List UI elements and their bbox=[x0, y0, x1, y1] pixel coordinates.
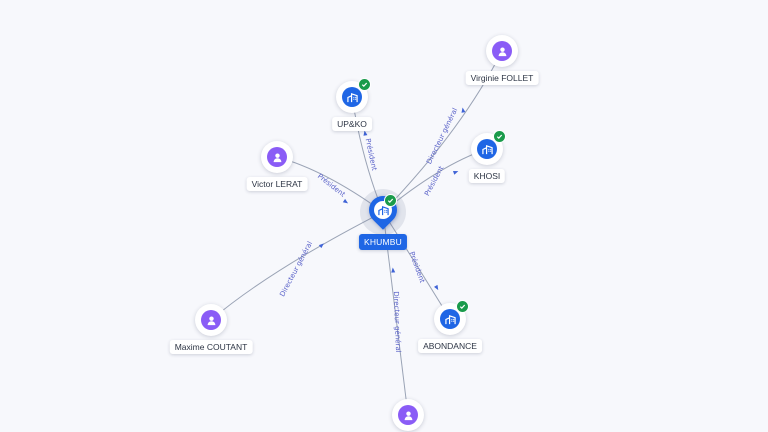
edge-label-abondance: Président bbox=[408, 251, 427, 285]
edge-label-virginie: Directeur général bbox=[425, 107, 459, 166]
center-node-label: KHUMBU bbox=[358, 234, 408, 250]
verified-check-icon bbox=[493, 130, 506, 143]
edge-label-maxime: Directeur général bbox=[278, 240, 314, 298]
node-label: Virginie FOLLET bbox=[465, 71, 539, 85]
building-icon bbox=[477, 139, 497, 159]
node-label: Maxime COUTANT bbox=[169, 340, 253, 354]
edge-arrow-abondance bbox=[434, 284, 439, 291]
node-circle bbox=[336, 78, 371, 113]
node-circle bbox=[392, 399, 424, 431]
edge-arrow-virginie bbox=[461, 107, 466, 113]
building-icon bbox=[440, 309, 460, 329]
node-circle bbox=[261, 141, 293, 173]
edge-label-khosi: Président bbox=[423, 165, 446, 198]
edge-arrow-maxime bbox=[318, 243, 324, 249]
edge-arrow-victor bbox=[342, 198, 349, 204]
edge-arrow-upko bbox=[363, 130, 368, 136]
edge-arrow-bottom bbox=[391, 267, 396, 273]
verified-check-icon bbox=[456, 300, 469, 313]
node-circle bbox=[471, 130, 506, 165]
node-label: KHOSI bbox=[468, 169, 506, 183]
edge-maxime bbox=[210, 211, 384, 321]
edge-virginie bbox=[382, 50, 503, 213]
node-circle bbox=[195, 304, 227, 336]
node-label: Victor LERAT bbox=[246, 177, 308, 191]
building-icon bbox=[342, 87, 362, 107]
person-icon bbox=[267, 147, 287, 167]
node-label: UP&KO bbox=[332, 117, 372, 131]
person-icon bbox=[201, 310, 221, 330]
person-icon bbox=[398, 405, 418, 425]
edge-label-upko: Président bbox=[364, 138, 379, 172]
edge-arrow-khosi bbox=[452, 170, 459, 175]
edge-label-bottom: Directeur général bbox=[392, 291, 402, 353]
node-circle bbox=[486, 35, 518, 67]
verified-check-icon bbox=[384, 194, 397, 207]
verified-check-icon bbox=[358, 78, 371, 91]
person-icon bbox=[492, 41, 512, 61]
node-label: ABONDANCE bbox=[418, 339, 482, 353]
node-circle bbox=[434, 300, 469, 335]
